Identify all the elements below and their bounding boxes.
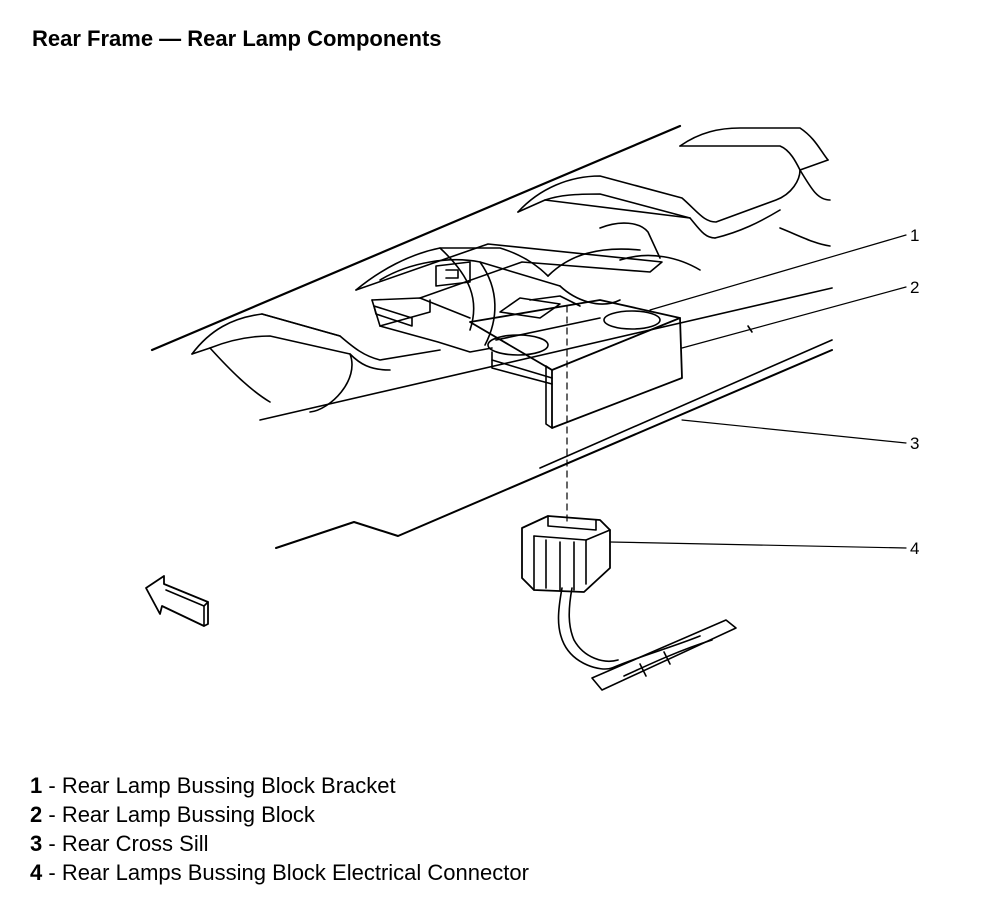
legend-separator: -	[42, 802, 62, 827]
callout-number-3: 3	[910, 434, 919, 453]
frame-rear-panel	[191, 127, 831, 413]
bussing-block-bracket	[355, 243, 663, 353]
legend-separator: -	[42, 860, 62, 885]
forward-direction-arrow	[145, 575, 209, 627]
legend-item: 2 - Rear Lamp Bussing Block	[30, 800, 529, 829]
legend-label: Rear Lamp Bussing Block Bracket	[61, 773, 396, 798]
legend-label: Rear Cross Sill	[61, 831, 209, 856]
callout-number-4: 4	[910, 539, 919, 558]
callout-number-2: 2	[910, 278, 919, 297]
legend-label: Rear Lamps Bussing Block Electrical Conn…	[61, 860, 529, 885]
component-legend: 1 - Rear Lamp Bussing Block Bracket 2 - …	[30, 771, 529, 887]
frame-top-edge	[150, 124, 682, 352]
legend-number: 3	[30, 831, 43, 856]
bussing-block-electrical-connector	[521, 515, 737, 691]
legend-separator: -	[42, 831, 62, 856]
legend-separator: -	[42, 773, 62, 798]
leader-line-3	[681, 419, 907, 444]
legend-item: 1 - Rear Lamp Bussing Block Bracket	[30, 771, 529, 800]
legend-item: 4 - Rear Lamps Bussing Block Electrical …	[30, 858, 529, 887]
legend-number: 4	[30, 860, 43, 885]
leader-line-2	[681, 286, 907, 349]
leader-line-4	[609, 541, 907, 549]
callout-number-1: 1	[910, 226, 919, 245]
bussing-block	[469, 295, 683, 429]
leader-line-1	[649, 234, 907, 311]
page-title: Rear Frame — Rear Lamp Components	[32, 26, 442, 51]
legend-number: 2	[30, 802, 43, 827]
legend-item: 3 - Rear Cross Sill	[30, 829, 529, 858]
legend-label: Rear Lamp Bussing Block	[61, 802, 315, 827]
legend-number: 1	[30, 773, 43, 798]
